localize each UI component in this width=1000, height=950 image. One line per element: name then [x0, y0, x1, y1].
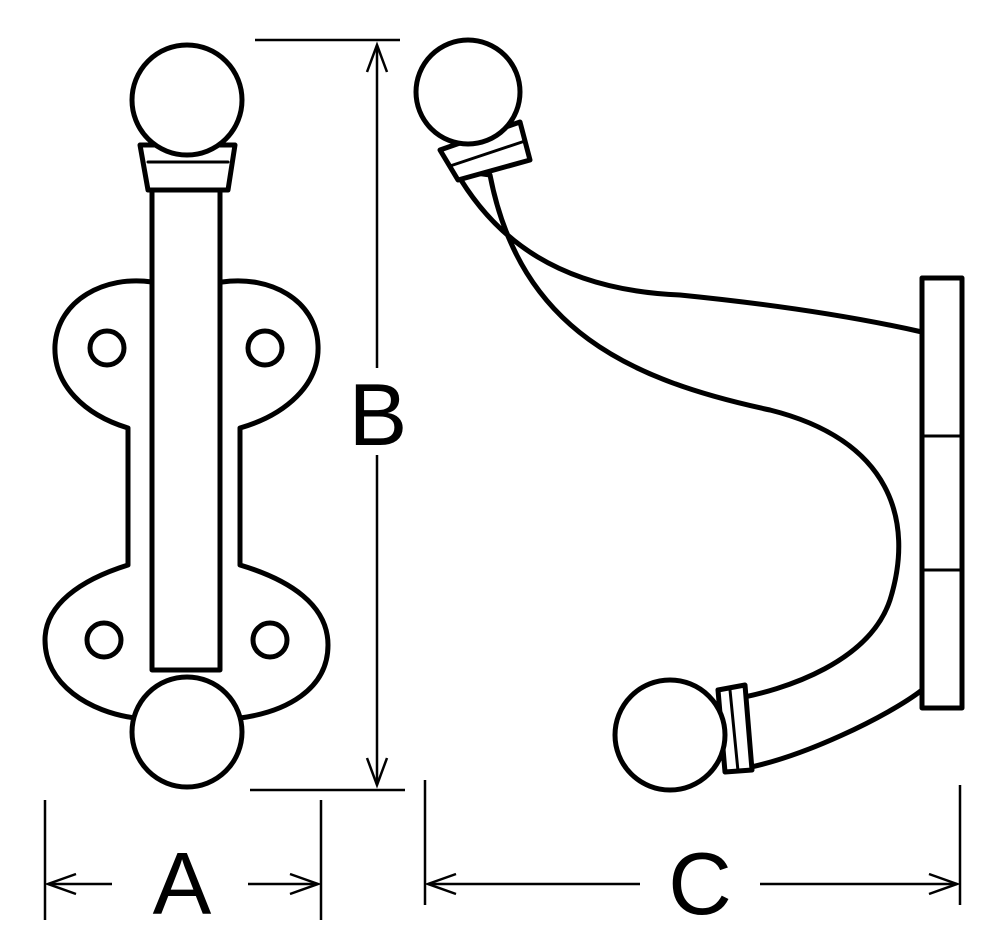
dimension-b-arrow-top: [365, 41, 389, 73]
front-screw-hole-top-right: [245, 328, 285, 368]
front-screw-hole-bottom-left: [84, 620, 124, 660]
side-view: [413, 37, 965, 793]
dimension-b-arrow-bottom: [365, 757, 389, 789]
front-bottom-ball: [129, 674, 245, 790]
dimension-a-arrow-right: [289, 872, 322, 896]
dimension-c-arrow-right: [928, 872, 961, 896]
front-top-ball: [129, 42, 245, 158]
front-screw-hole-top-left: [87, 328, 127, 368]
dimension-b-label: B: [349, 365, 408, 464]
side-bottom-ball: [612, 677, 728, 793]
side-wall-plate: [919, 275, 965, 711]
dimension-a-arrow-left: [44, 872, 77, 896]
dimension-b: B: [250, 38, 408, 792]
dimension-a: A: [43, 800, 323, 933]
side-top-ball: [413, 37, 523, 147]
side-hook-arm: [452, 167, 925, 773]
dimension-c: C: [423, 780, 962, 933]
front-hook-shaft: [149, 167, 223, 673]
dimension-c-label: C: [668, 834, 732, 933]
front-screw-hole-bottom-right: [250, 620, 290, 660]
dimension-c-arrow-left: [424, 872, 457, 896]
front-view: [42, 42, 331, 790]
dimension-a-label: A: [153, 834, 212, 933]
